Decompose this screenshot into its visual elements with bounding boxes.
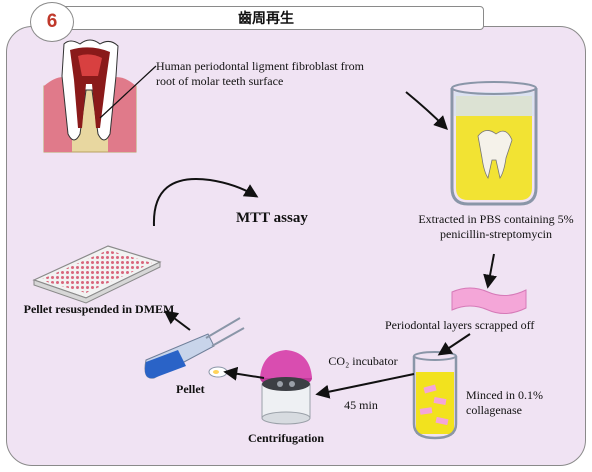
pbs-beaker-icon: [450, 81, 538, 206]
pellet-label: Pellet: [176, 382, 205, 396]
step-number-badge: 6: [30, 2, 74, 42]
step-number: 6: [46, 11, 58, 32]
well-plate-icon: [32, 245, 162, 304]
pellet-resuspended-label: Pellet resuspended in DMEM: [23, 302, 175, 316]
periodontal-layers-label: Periodontal layers scrapped off: [385, 318, 535, 332]
flow-arrows: [152, 91, 497, 399]
centrifuge-icon: [260, 350, 312, 425]
tooth-diagram-icon: [43, 39, 157, 153]
centrifugation-label: Centrifugation: [248, 431, 324, 445]
title-bar: 齒周再生: [48, 6, 484, 30]
fibroblast-source-label: Human periodontal ligment fibroblast fro…: [156, 59, 364, 88]
mtt-assay-label: MTT assay: [236, 210, 308, 226]
mincing-label: Minced in 0.1% collagenase: [466, 388, 543, 417]
duration-label: 45 min: [344, 398, 378, 412]
extraction-label: Extracted in PBS containing 5% penicilli…: [418, 212, 574, 241]
tissue-layer-icon: [451, 287, 527, 314]
incubator-label: CO₂ incubator: [328, 354, 398, 368]
collagenase-tube-icon: [412, 351, 458, 440]
pellet-tube-icon: [144, 317, 245, 379]
page-title: 齒周再生: [238, 11, 294, 27]
